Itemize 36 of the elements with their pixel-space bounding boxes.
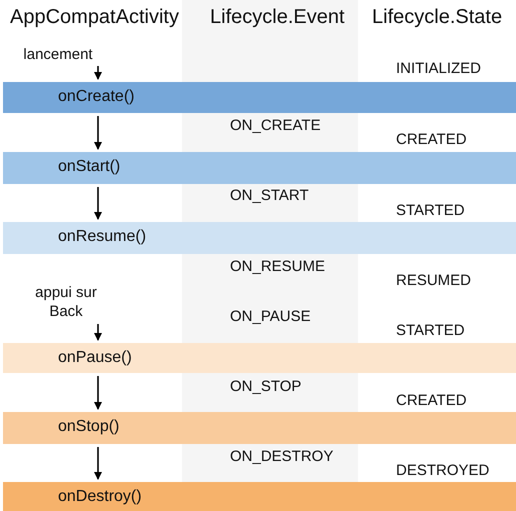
state-label: INITIALIZED xyxy=(396,60,482,77)
arrow xyxy=(94,376,102,410)
column-header: AppCompatActivity xyxy=(10,6,179,29)
method-name: onPause() xyxy=(58,349,132,367)
event-label: ON_PAUSE xyxy=(230,308,311,325)
event-label: ON_RESUME xyxy=(230,258,326,275)
state-label: STARTED xyxy=(396,322,465,339)
lifecycle-band xyxy=(3,152,516,184)
state-label: CREATED xyxy=(396,131,467,148)
lifecycle-band xyxy=(3,82,516,113)
event-label: ON_START xyxy=(230,187,309,204)
lifecycle-band xyxy=(3,222,516,254)
arrow xyxy=(94,66,102,80)
arrow xyxy=(94,324,102,341)
arrow xyxy=(94,187,102,220)
method-name: onResume() xyxy=(58,228,146,246)
state-label: DESTROYED xyxy=(396,462,490,479)
method-name: onStart() xyxy=(58,158,120,176)
method-name: onStop() xyxy=(58,418,120,436)
lifecycle-band xyxy=(3,482,516,511)
state-label: STARTED xyxy=(396,202,465,219)
lifecycle-band xyxy=(3,412,516,444)
arrow xyxy=(94,447,102,480)
arrow xyxy=(94,116,102,150)
event-label: ON_CREATE xyxy=(230,117,321,134)
lifecycle-band xyxy=(3,343,516,373)
event-label: ON_STOP xyxy=(230,378,302,395)
method-name: onDestroy() xyxy=(58,488,142,506)
column-header: Lifecycle.State xyxy=(372,6,502,29)
state-label: RESUMED xyxy=(396,272,472,289)
trigger-text: appui sur Back xyxy=(28,283,104,321)
method-name: onCreate() xyxy=(58,88,134,106)
column-header: Lifecycle.Event xyxy=(210,6,345,29)
event-label: ON_DESTROY xyxy=(230,448,334,465)
state-label: CREATED xyxy=(396,392,467,409)
trigger-text: lancement xyxy=(18,45,98,64)
